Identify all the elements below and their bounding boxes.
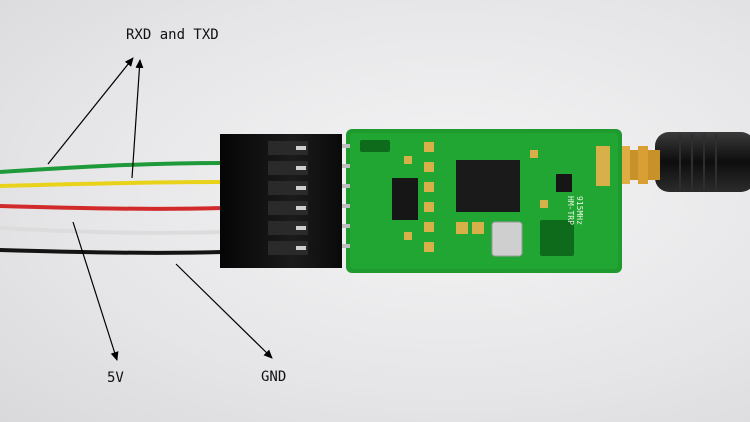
silkscreen-freq: 915MHz: [575, 196, 584, 225]
regulator-chip: [392, 178, 418, 220]
sma-antenna: [612, 132, 750, 192]
silkscreen-model: HM-TRP: [566, 196, 575, 225]
arrow-gnd: [175, 263, 273, 359]
gnd-label: GND: [261, 369, 287, 385]
dupont-connector: [220, 134, 342, 268]
wire-black: [0, 248, 223, 255]
wire-yellow: [0, 180, 223, 188]
vcc-label: 5V: [107, 370, 124, 386]
annotation-arrows: [47, 57, 273, 361]
arrow-txd: [131, 59, 144, 179]
header-pins: [336, 144, 350, 248]
wire-white: [0, 226, 223, 235]
rf-chip: [456, 160, 520, 212]
pcb-silkscreen: 915MHz HM-TRP: [566, 196, 584, 225]
wire-red: [0, 204, 223, 211]
arrow-5v: [72, 221, 119, 361]
rxd-txd-label: RXD and TXD: [126, 27, 219, 43]
arrow-rxd: [47, 57, 134, 165]
wire-bundle: [0, 161, 223, 255]
crystal: [491, 221, 523, 257]
wire-green: [0, 161, 223, 174]
pcb-board: [346, 129, 622, 273]
